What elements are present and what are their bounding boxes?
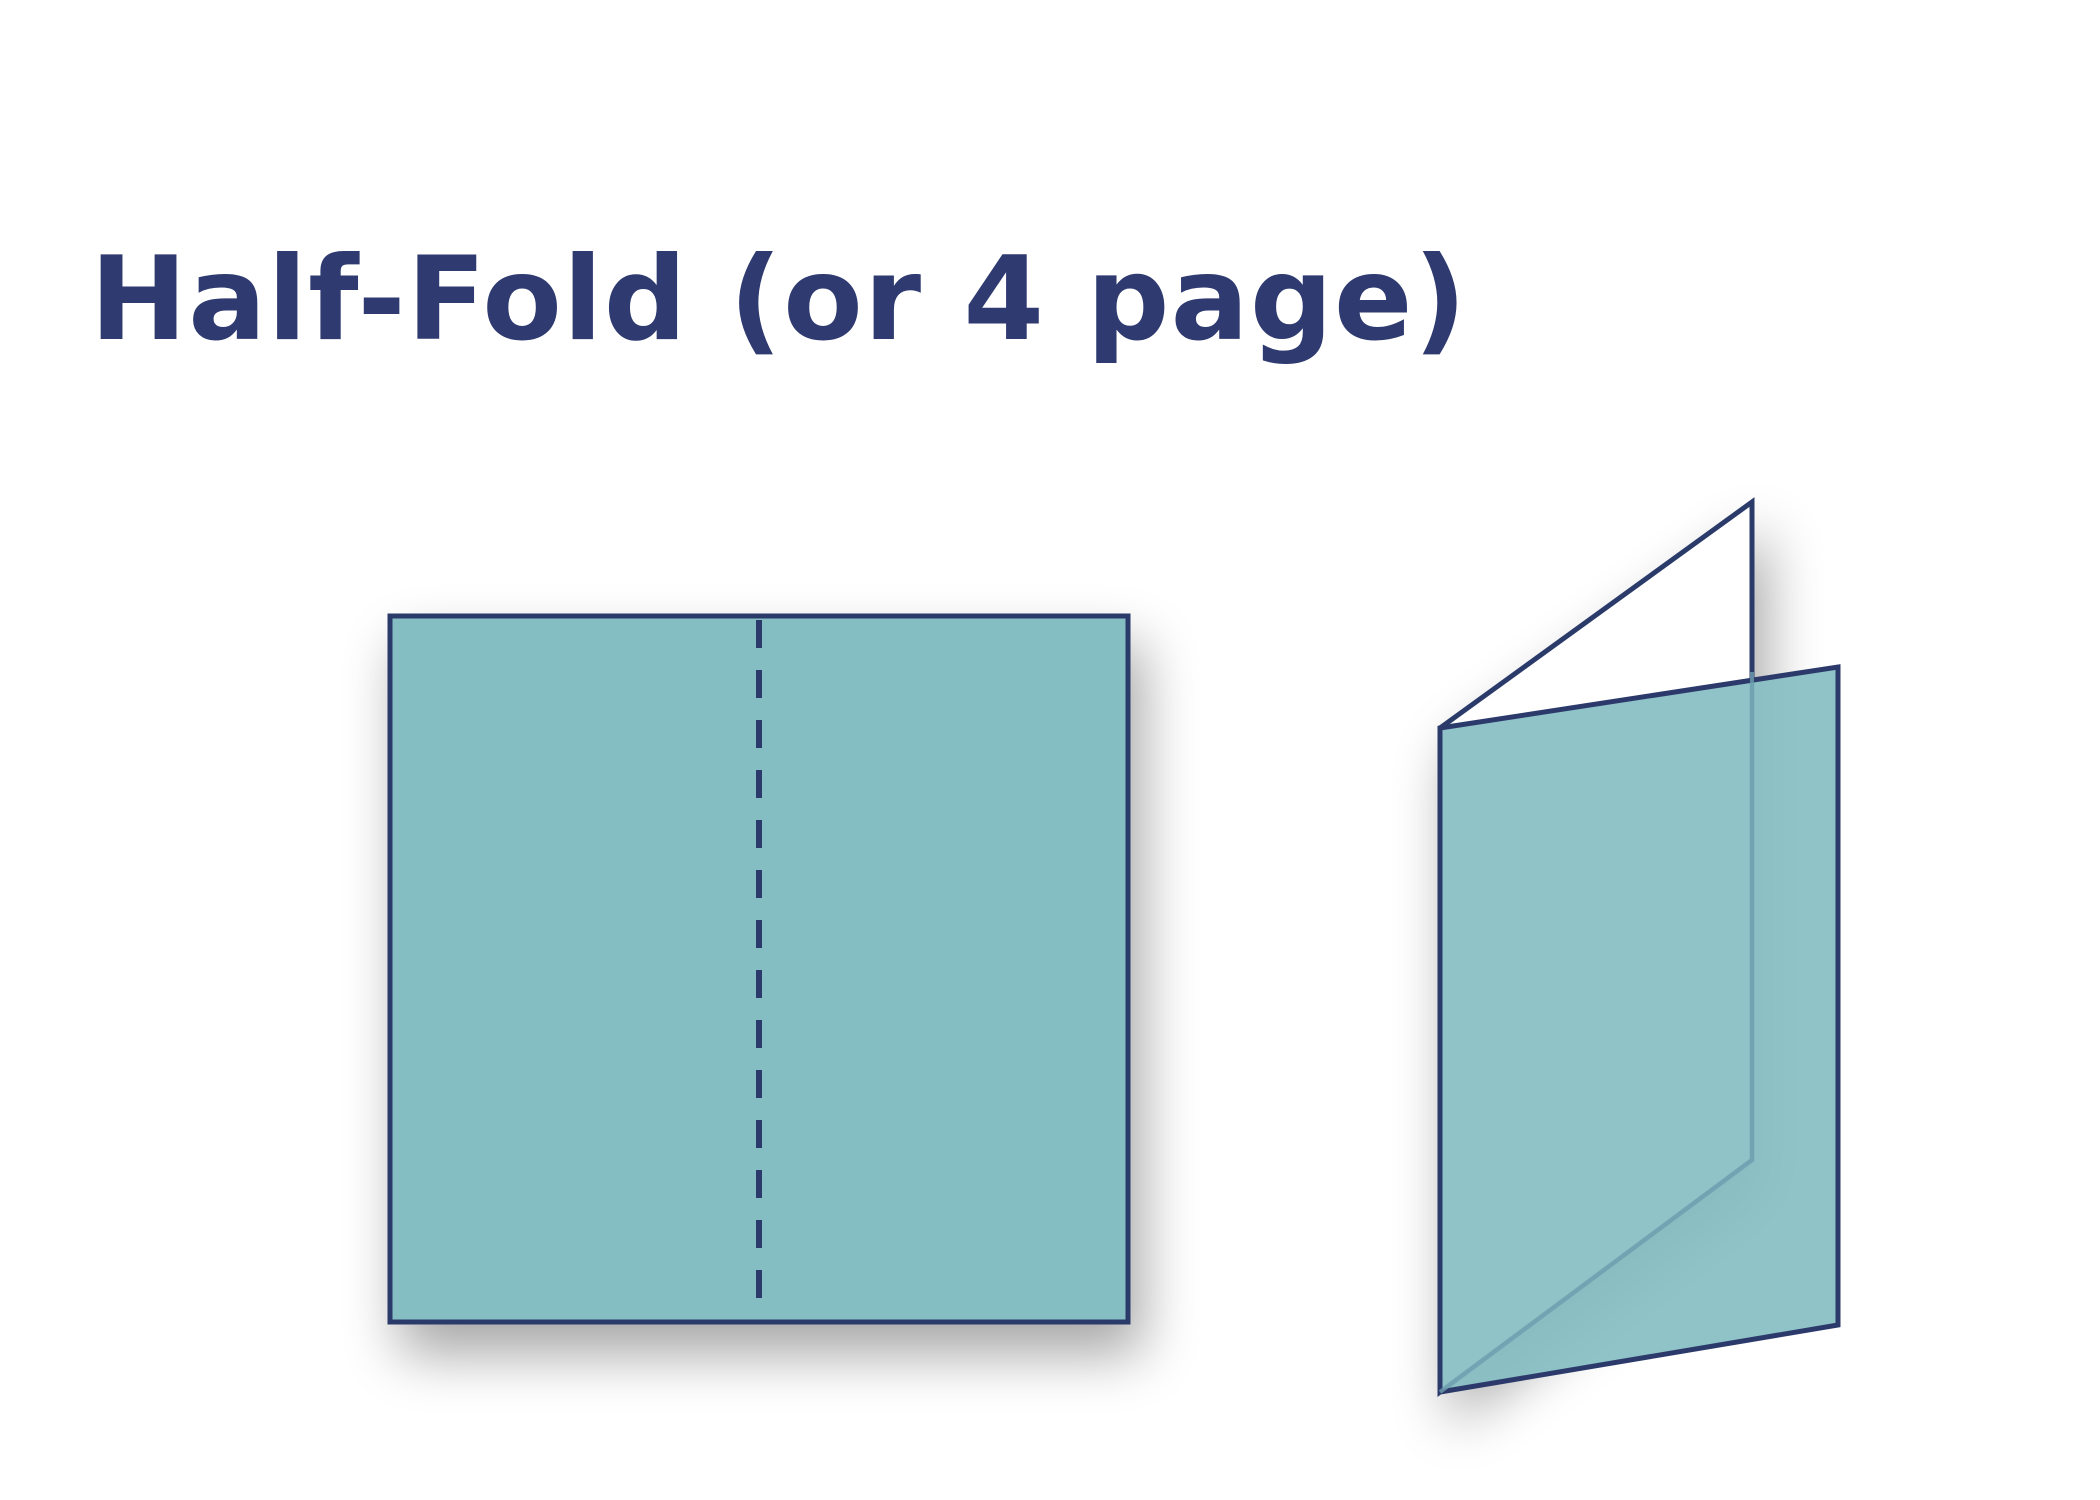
diagram-title: Half-Fold (or 4 page) — [90, 232, 1468, 367]
folded-front-panel — [1437, 664, 1841, 1395]
back-panel-edge-through — [1438, 672, 1754, 1394]
flat-sheet — [387, 613, 1131, 1325]
folded-sheet — [1437, 497, 1841, 1397]
